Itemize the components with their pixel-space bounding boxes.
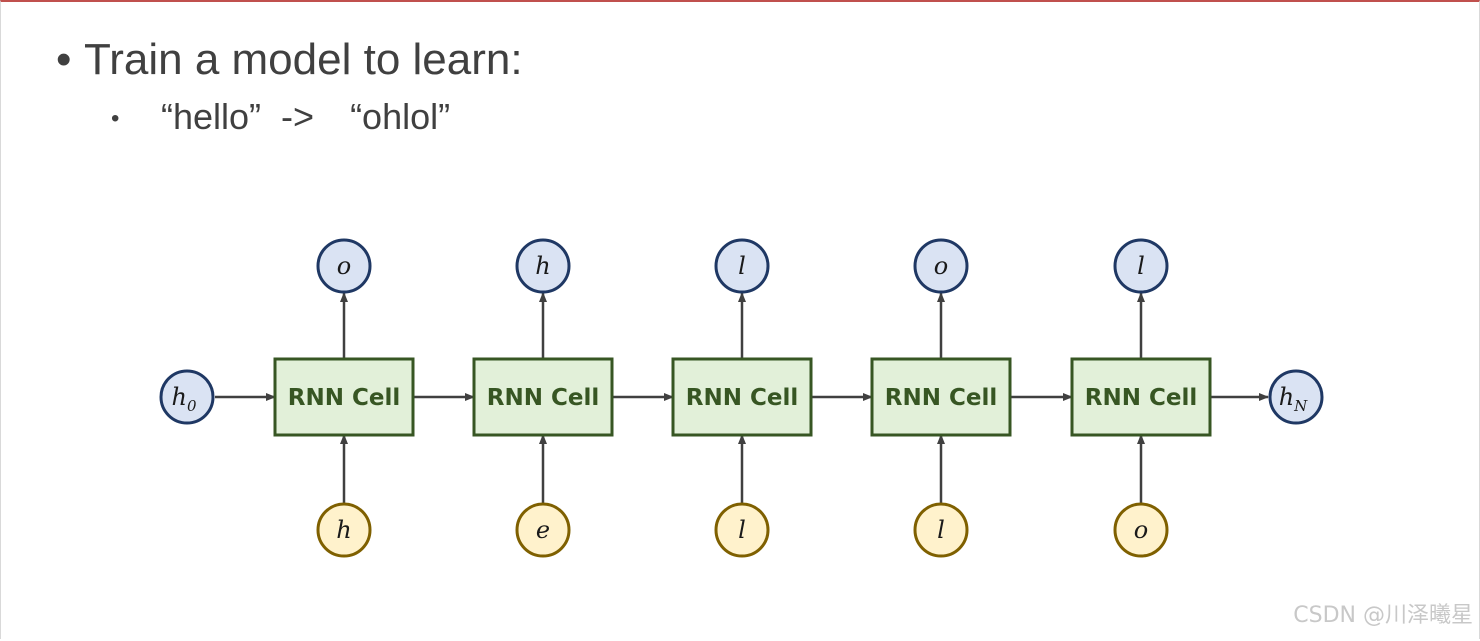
output-node-2-label: l (738, 252, 746, 280)
input-node-0-label: h (336, 516, 351, 544)
output-node-2-circle (714, 238, 770, 294)
rnn-cell-2: RNN Cell (671, 357, 813, 437)
input-node-3: l (913, 502, 969, 558)
rnn-cell-box (273, 357, 415, 437)
output-node-3-circle (913, 238, 969, 294)
input-node-1-circle (515, 502, 571, 558)
input-node-1-label: e (536, 516, 550, 544)
rnn-cell-3: RNN Cell (870, 357, 1012, 437)
input-node-4: o (1113, 502, 1169, 558)
final-hidden-node-label: hN (1279, 383, 1308, 415)
input-node-3-label: l (937, 516, 945, 544)
output-node-4-circle (1113, 238, 1169, 294)
bullet-sub-input: “hello” (161, 96, 262, 137)
bullet-sub: • “hello” -> “ohlol” (111, 94, 450, 142)
initial-hidden-node-label: h0 (171, 383, 196, 415)
input-node-0-circle (316, 502, 372, 558)
output-node-1-circle (515, 238, 571, 294)
output-node-1-label: h (535, 252, 550, 280)
output-node-3-label: o (934, 252, 948, 280)
output-node-3: o (913, 238, 969, 294)
rnn-cell-label: RNN Cell (885, 385, 997, 411)
rnn-cell-box (1070, 357, 1212, 437)
output-node-1: h (515, 238, 571, 294)
rnn-cell-label: RNN Cell (288, 385, 400, 411)
rnn-cell-label: RNN Cell (487, 385, 599, 411)
rnn-cell-0: RNN Cell (273, 357, 415, 437)
rnn-cell-box (870, 357, 1012, 437)
bullet-sub-output: “ohlol” (350, 96, 451, 137)
rnn-cell-box (472, 357, 614, 437)
rnn-cell-box (671, 357, 813, 437)
output-node-2: l (714, 238, 770, 294)
initial-hidden-node-circle (159, 369, 215, 425)
output-node-4-label: l (1137, 252, 1145, 280)
bullet-main-marker: • (56, 35, 72, 84)
final-hidden-node: hN (1268, 369, 1324, 425)
initial-hidden-node: h0 (159, 369, 215, 425)
watermark: CSDN @川泽曦星 (1293, 603, 1473, 628)
output-node-0: o (316, 238, 372, 294)
rnn-cell-label: RNN Cell (686, 385, 798, 411)
final-hidden-node-circle (1268, 369, 1324, 425)
output-node-0-label: o (337, 252, 351, 280)
input-node-1: e (515, 502, 571, 558)
input-node-0: h (316, 502, 372, 558)
output-node-0-circle (316, 238, 372, 294)
bullet-sub-marker: • (111, 105, 120, 133)
rnn-cell-label: RNN Cell (1085, 385, 1197, 411)
input-node-2-label: l (738, 516, 746, 544)
input-node-4-circle (1113, 502, 1169, 558)
bullet-main: •Train a model to learn: (56, 32, 523, 88)
bullet-main-text: Train a model to learn: (84, 35, 523, 84)
input-node-4-label: o (1134, 516, 1148, 544)
input-node-2: l (714, 502, 770, 558)
bullet-sub-arrow: -> (281, 96, 315, 137)
input-node-3-circle (913, 502, 969, 558)
output-node-4: l (1113, 238, 1169, 294)
rnn-cell-4: RNN Cell (1070, 357, 1212, 437)
rnn-cell-1: RNN Cell (472, 357, 614, 437)
input-node-2-circle (714, 502, 770, 558)
